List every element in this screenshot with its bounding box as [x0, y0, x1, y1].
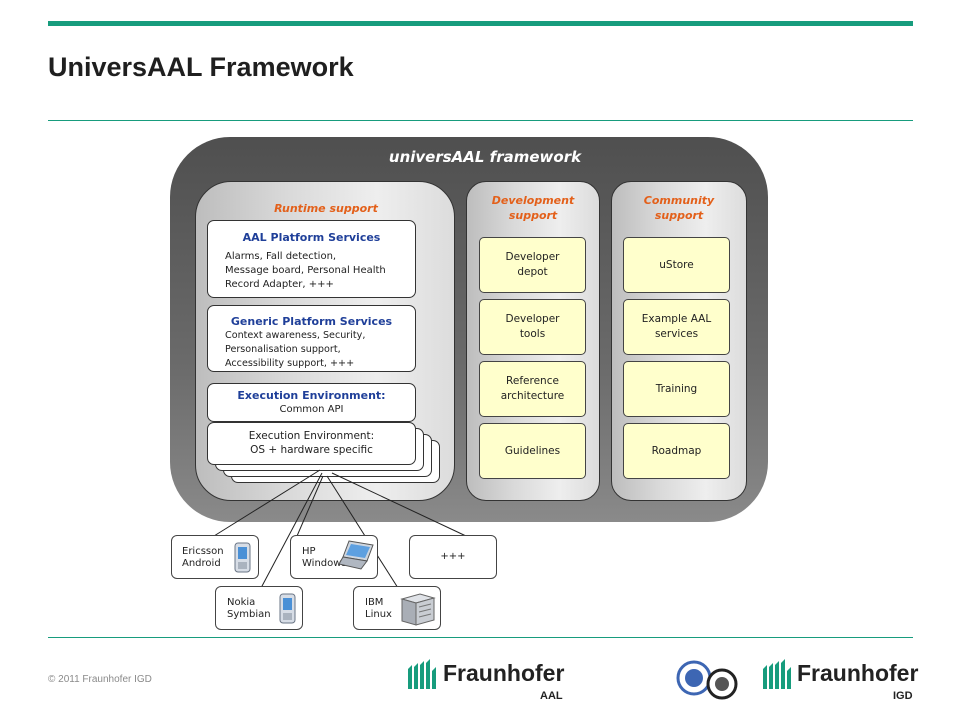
fraunhofer-aal-sub: AAL	[540, 690, 563, 702]
top-accent-bar	[48, 21, 913, 26]
execution-environment-os-box: Execution Environment: OS + hardware spe…	[207, 422, 416, 465]
roadmap-box: Roadmap	[623, 423, 730, 479]
execution-environment-common-box: Execution Environment: Common API	[207, 383, 416, 422]
execution-environment-common-heading: Execution Environment:	[237, 389, 386, 402]
generic-platform-services-heading: Generic Platform Services	[230, 315, 393, 328]
laptop-icon	[339, 540, 374, 570]
footer-divider	[48, 637, 913, 638]
execution-environment-common-subtitle: Common API	[279, 404, 344, 415]
generic-platform-services-box: Generic Platform Services Context awaren…	[207, 305, 416, 372]
aal-platform-services-text: Alarms, Fall detection, Message board, P…	[225, 251, 386, 290]
guidelines-box: Guidelines	[479, 423, 586, 479]
server-icon	[400, 593, 436, 626]
ustore-box: uStore	[623, 237, 730, 293]
development-support-title: Development support	[491, 194, 575, 222]
training-box: Training	[623, 361, 730, 417]
connector-more	[331, 472, 467, 537]
fraunhofer-logo-mark	[763, 659, 791, 689]
community-support-title: Community support	[643, 194, 715, 222]
execution-environment-os-line1: Execution Environment:	[248, 430, 375, 442]
slide-title: UniversAAL Framework	[48, 52, 354, 82]
aal-platform-services-heading: AAL Platform Services	[242, 231, 381, 244]
phone-icon	[279, 593, 296, 624]
device-more: +++	[409, 535, 497, 579]
execution-environment-os-line2: OS + hardware specific	[250, 444, 373, 456]
fraunhofer-igd-wordmark: Fraunhofer	[797, 660, 919, 686]
fraunhofer-aal-wordmark: Fraunhofer	[443, 660, 565, 686]
phone-icon	[234, 542, 251, 573]
fraunhofer-logo-mark	[408, 659, 438, 689]
certification-seals	[676, 660, 738, 700]
framework-title: universAAL framework	[388, 148, 582, 166]
aal-platform-services-box: AAL Platform Services Alarms, Fall detec…	[207, 220, 416, 298]
connector-ericsson	[213, 469, 321, 537]
connector-nokia	[260, 472, 323, 589]
connector-ibm	[326, 475, 399, 589]
runtime-support-title: Runtime support	[274, 202, 378, 215]
generic-platform-services-text: Context awareness, Security, Personalisa…	[225, 330, 366, 369]
copyright: © 2011 Fraunhofer IGD	[48, 674, 152, 685]
connector-hp	[296, 475, 324, 537]
fraunhofer-igd-sub: IGD	[893, 690, 913, 702]
title-divider	[48, 120, 913, 121]
